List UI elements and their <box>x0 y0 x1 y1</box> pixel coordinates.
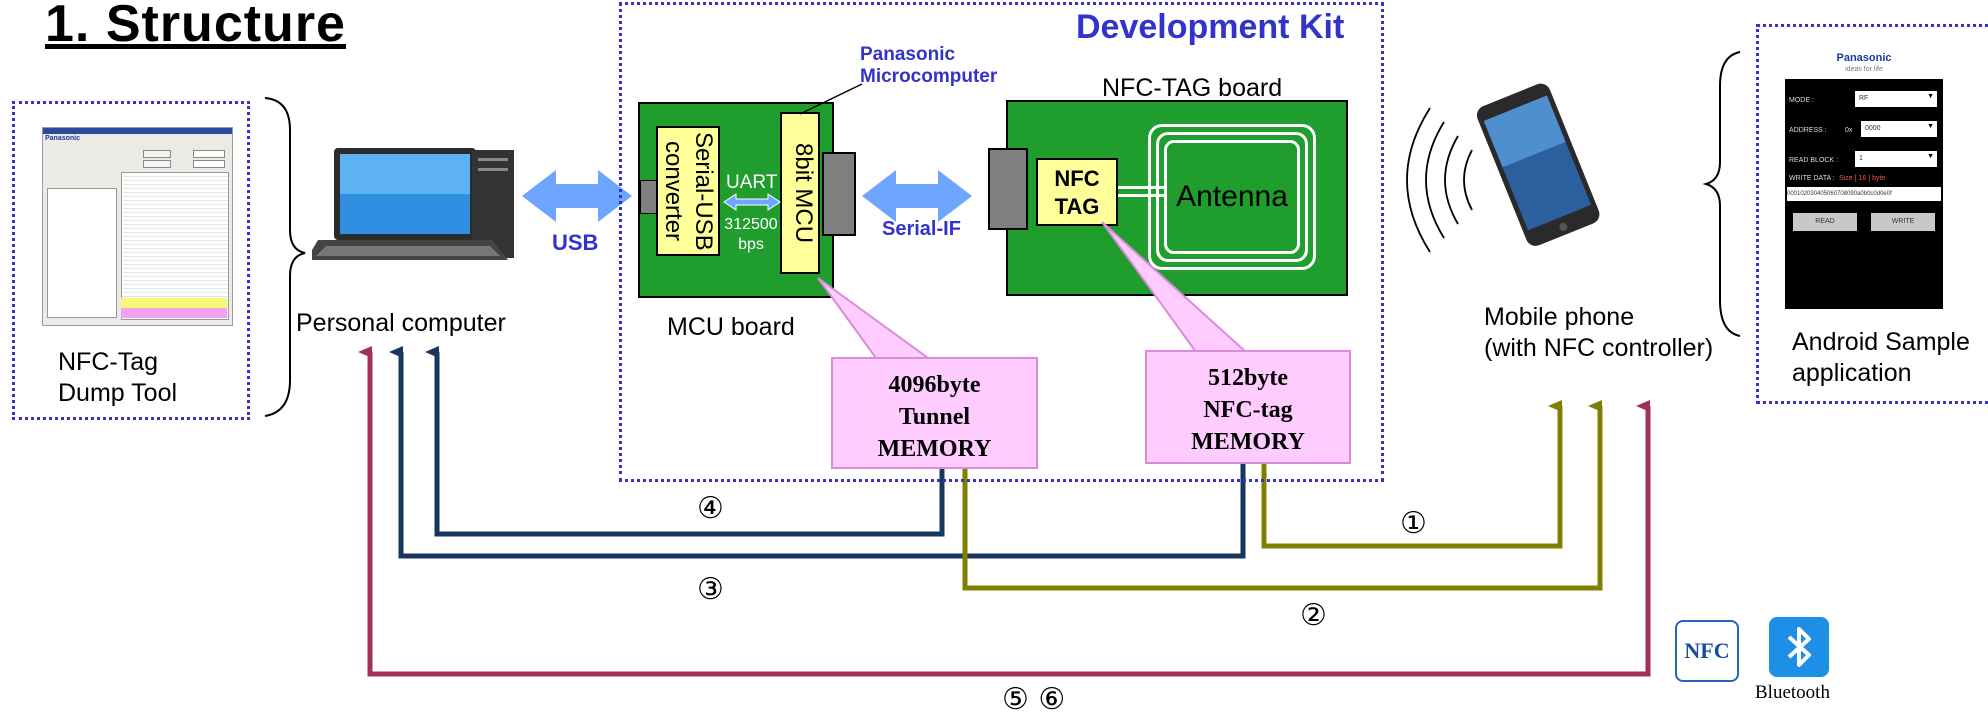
antenna: Antenna <box>1164 140 1300 254</box>
android-write-button[interactable]: WRITE <box>1871 213 1935 231</box>
development-kit-title: Development Kit <box>1076 8 1345 46</box>
android-read-button[interactable]: READ <box>1793 213 1857 231</box>
nfc-tag-chip: NFC TAG <box>1036 158 1118 226</box>
android-write-data-info: Size [ 16 ] byte <box>1839 175 1886 182</box>
antenna-coil-mid <box>1156 132 1308 262</box>
android-address-select[interactable]: 0000▼ <box>1861 121 1937 137</box>
left-brace <box>264 97 306 417</box>
android-brand: Panasonic <box>1836 52 1892 64</box>
dump-tool-label: NFC-Tag Dump Tool <box>58 348 178 407</box>
wireless-waves-icon <box>1406 107 1473 253</box>
right-brace <box>1702 51 1741 337</box>
serial-if-label: Serial-IF <box>882 218 961 240</box>
bluetooth-icon <box>1769 617 1829 677</box>
nfc-logo: NFC <box>1675 620 1739 682</box>
mobile-phone-icon <box>1476 83 1600 246</box>
pc-label: Personal computer <box>296 309 506 337</box>
pc-icon <box>312 148 514 260</box>
android-app-label: Android Sample application <box>1792 328 1970 387</box>
path-4-number: ④ <box>697 491 724 526</box>
microcomputer-pointer <box>799 83 863 115</box>
path-3-line <box>389 346 1246 559</box>
android-address-label: ADDRESS : <box>1789 127 1827 134</box>
android-read-block-label: READ BLOCK : <box>1789 157 1839 164</box>
mcu-board-connector-right <box>822 152 856 236</box>
usb-label: USB <box>552 230 599 255</box>
android-mode-select[interactable]: RF▼ <box>1855 91 1937 107</box>
tunnel-memory-pointer <box>817 277 932 359</box>
baud-label: 312500 bps <box>724 216 778 253</box>
development-kit-group <box>619 2 1384 482</box>
android-address-prefix: 0x <box>1845 127 1853 134</box>
tunnel-memory-box: 4096byte Tunnel MEMORY <box>831 357 1038 469</box>
bluetooth-rune-icon <box>1787 627 1811 667</box>
android-write-data-input[interactable]: 000102030405060708090a0b0c0d0e0f <box>1787 187 1941 201</box>
tag-antenna-link-2 <box>1118 194 1166 197</box>
android-app-screenshot: Panasonic ideas for life MODE : RF▼ ADDR… <box>1785 51 1943 309</box>
path-56-number: ⑤ ⑥ <box>1002 682 1066 717</box>
path-2-line <box>953 400 1603 591</box>
microcomputer-label: Panasonic Microcomputer <box>860 44 998 87</box>
nfc-tag-board-label: NFC-TAG board <box>1102 74 1283 102</box>
android-write-data-label: WRITE DATA : <box>1789 175 1835 182</box>
android-app-group <box>1756 24 1988 404</box>
antenna-coil <box>1148 124 1316 270</box>
dump-tool-group <box>12 101 250 420</box>
path-3-number: ③ <box>697 572 724 607</box>
bluetooth-label: Bluetooth <box>1755 682 1830 703</box>
mobile-phone-label: Mobile phone (with NFC controller) <box>1484 303 1714 362</box>
path-2-number: ② <box>1300 598 1327 633</box>
antenna-label: Antenna <box>1176 180 1288 213</box>
usb-double-arrow <box>522 170 632 222</box>
nfc-memory-pointer <box>1101 221 1249 353</box>
android-tagline: ideas for life <box>1845 66 1883 73</box>
android-mode-label: MODE : <box>1789 97 1814 104</box>
nfc-logo-text: NFC <box>1684 638 1730 663</box>
path-1-line <box>1252 400 1563 549</box>
dump-tool-screenshot: Panasonic <box>42 127 233 326</box>
uart-label: UART <box>726 172 778 193</box>
mcu-board-label: MCU board <box>667 313 795 341</box>
android-read-block-select[interactable]: 1▼ <box>1855 151 1937 167</box>
nfc-tag-memory-box: 512byte NFC-tag MEMORY <box>1145 350 1351 464</box>
serial-usb-converter: Serial-USB converter <box>656 126 720 256</box>
nfc-tag-board-connector <box>988 148 1028 230</box>
path-1-number: ① <box>1400 506 1427 541</box>
dump-tool-brand: Panasonic <box>45 135 81 142</box>
mcu-chip: 8bit MCU <box>780 112 820 274</box>
serial-if-double-arrow <box>862 170 972 222</box>
path-56-line <box>358 346 1651 677</box>
page-title: 1. Structure <box>45 0 346 53</box>
uart-double-arrow <box>723 193 781 211</box>
tag-antenna-link <box>1118 186 1166 189</box>
